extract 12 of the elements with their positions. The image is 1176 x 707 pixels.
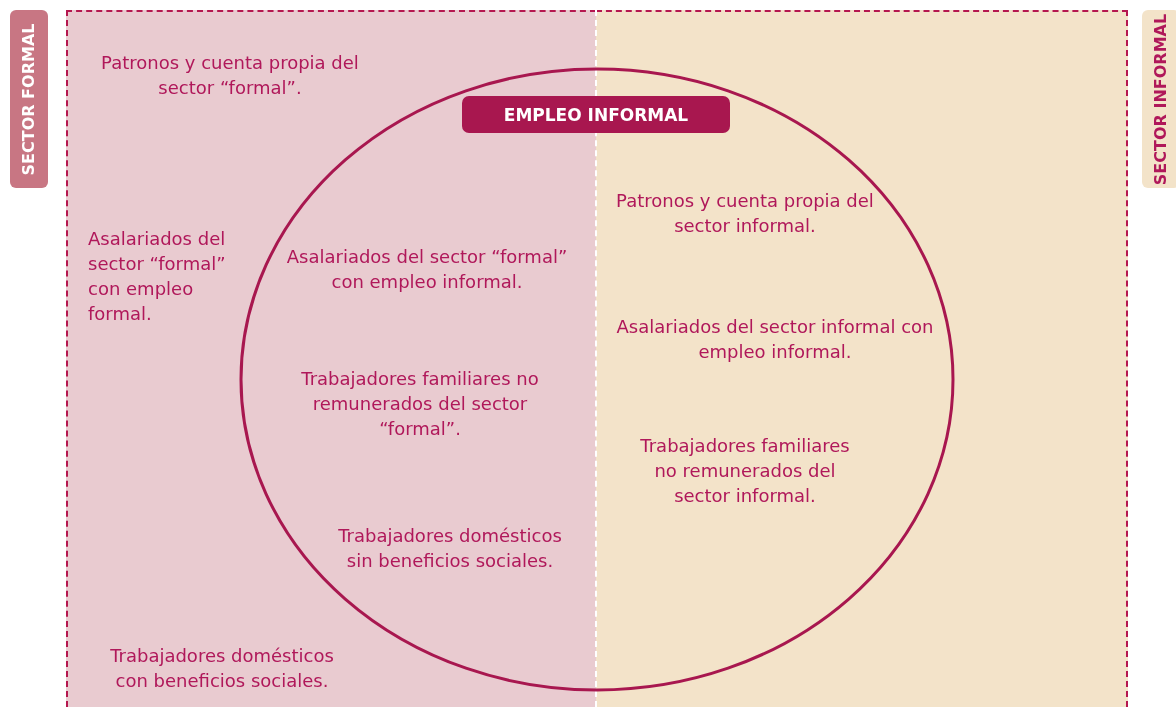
sector-tag: SECTOR INFORMAL xyxy=(1142,10,1176,188)
category-text: Asalariados del sector informal con empleo informal. xyxy=(615,315,935,364)
category-text: Patronos y cuenta propia del sector informal. xyxy=(615,189,875,238)
sector-tag: SECTOR FORMAL xyxy=(10,10,48,188)
category-text: Asalariados del sector “formal” con empleo informal. xyxy=(285,245,569,294)
category-text: Asalariados del sector “formal” con empleo formal. xyxy=(88,227,227,326)
category-text: Trabajadores familiares no remunerados del sector “formal”. xyxy=(300,367,540,441)
category-text: Patronos y cuenta propia del sector “formal”. xyxy=(100,51,360,100)
category-text: Trabajadores familiares no remunerados del sector informal. xyxy=(639,434,851,508)
category-text: Trabajadores domésticos con beneficios sociales. xyxy=(109,644,335,693)
category-text: Trabajadores domésticos sin beneficios sociales. xyxy=(337,524,563,573)
category-tag: EMPLEO INFORMAL xyxy=(462,96,730,133)
